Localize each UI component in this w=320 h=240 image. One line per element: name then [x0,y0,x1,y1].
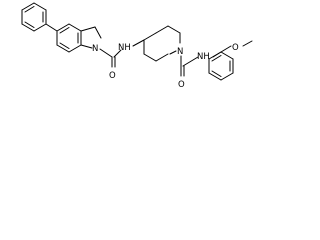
atom-label-nh-urea-2: NH [197,52,210,62]
atom-label-o-urea-1: O [109,71,116,81]
indoline-benzene-ring [56,23,82,53]
phenyl-ring [21,2,47,32]
methoxy-group [220,40,253,53]
molecule-structure: N O NH N O NH [21,2,253,90]
atom-label-nh-urea-1: NH [118,43,131,53]
atom-label-n-piperidine: N [177,47,183,57]
piperidine-ring [143,25,181,62]
urea-linker-1 [99,48,122,68]
urea-linker-2 [180,55,199,77]
atom-label-n-indoline: N [92,44,98,54]
biaryl-bond [45,23,58,32]
atom-label-o-methoxy: O [232,43,239,53]
methoxyphenyl-ring [208,51,234,81]
structure-canvas: N O NH N O NH [0,0,266,112]
indoline-pyrroline-ring [80,26,102,49]
nh-to-piperidine-bond [132,39,145,47]
atom-label-o-urea-2: O [178,80,185,90]
